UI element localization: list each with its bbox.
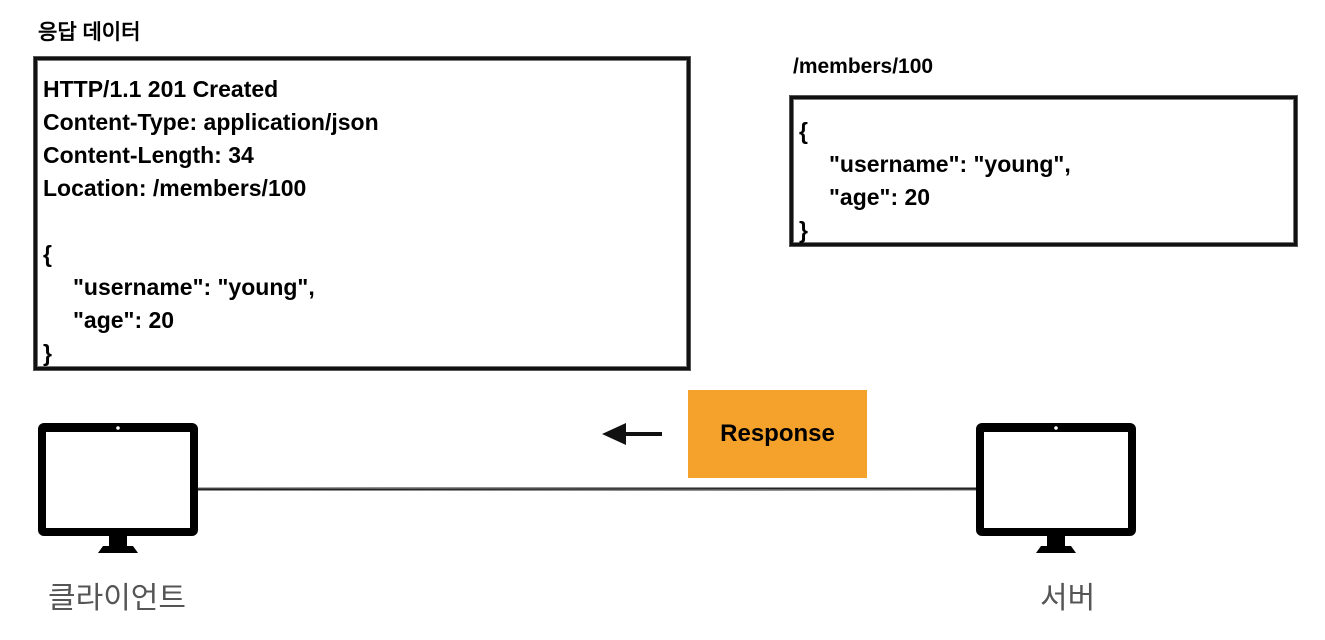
content-type-header: Content-Type: application/json bbox=[43, 109, 379, 135]
content-length-header: Content-Length: 34 bbox=[43, 142, 254, 168]
server-monitor-icon bbox=[976, 423, 1136, 553]
client-label: 클라이언트 bbox=[48, 582, 186, 615]
body-username: "username": "young", bbox=[73, 274, 315, 300]
resource-box: { "username": "young", "age": 20 } bbox=[790, 96, 1297, 246]
location-value: /members/100 bbox=[152, 175, 307, 201]
section-title: 응답 데이터 bbox=[38, 21, 141, 44]
location-key: Location: bbox=[43, 175, 153, 201]
resource-username: "username": "young", bbox=[829, 151, 1071, 177]
resource-open-brace: { bbox=[799, 118, 808, 144]
body-age: "age": 20 bbox=[73, 307, 175, 333]
response-badge: Response bbox=[688, 390, 867, 478]
server-label: 서버 bbox=[1040, 582, 1096, 615]
location-header: Location: /members/100 bbox=[43, 172, 687, 205]
body-open-brace: { bbox=[43, 241, 52, 267]
connection-line bbox=[195, 487, 979, 491]
status-line: HTTP/1.1 201 Created bbox=[43, 76, 279, 102]
resource-age: "age": 20 bbox=[829, 184, 931, 210]
client-monitor-icon bbox=[38, 423, 198, 553]
resource-close-brace: } bbox=[799, 217, 808, 243]
response-message-box: HTTP/1.1 201 Created Content-Type: appli… bbox=[34, 57, 690, 370]
resource-path-title: /members/100 bbox=[793, 55, 934, 78]
body-close-brace: } bbox=[43, 340, 52, 366]
left-arrow-icon bbox=[602, 423, 662, 445]
